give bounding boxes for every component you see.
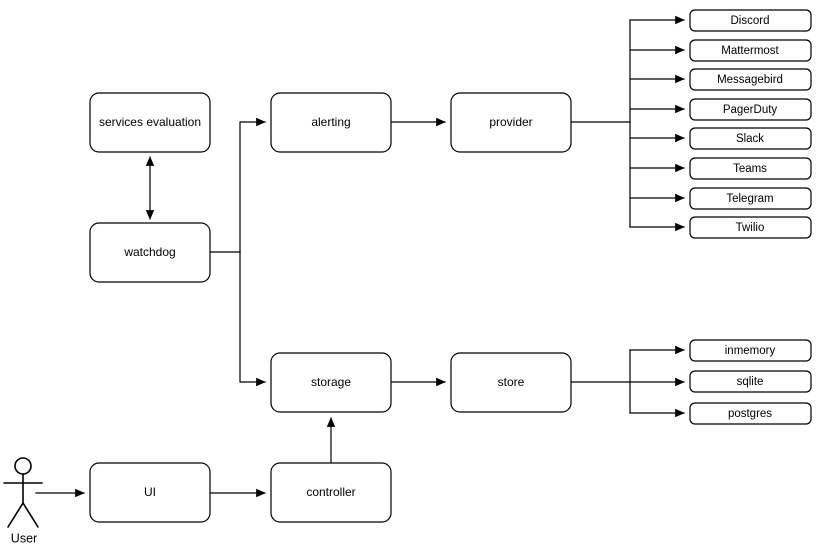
leaf-label: Teams	[733, 163, 767, 175]
node-label: services evaluation	[99, 115, 201, 129]
node-box[interactable]	[89, 92, 211, 153]
leaf-label: postgres	[728, 408, 772, 420]
leaf-label: Discord	[731, 15, 770, 27]
node-alerting[interactable]: alerting	[270, 92, 392, 153]
actor-head-icon	[14, 457, 32, 475]
provider-target-slack[interactable]: Slack	[689, 127, 812, 150]
node-label: controller	[306, 485, 355, 499]
leaf-label: Telegram	[726, 193, 773, 205]
leaf-box[interactable]	[689, 402, 812, 425]
node-box[interactable]	[450, 92, 572, 153]
edge-watchdog-to-alerting	[239, 117, 266, 253]
leaf-box[interactable]	[689, 339, 812, 362]
node-box[interactable]	[270, 462, 392, 523]
leaf-box[interactable]	[689, 127, 812, 150]
leaf-label: inmemory	[725, 345, 776, 357]
node-label: UI	[144, 485, 156, 499]
leaf-label: PagerDuty	[723, 104, 778, 116]
node-services-evaluation[interactable]: services evaluation	[89, 92, 211, 153]
actor-label: User	[11, 531, 37, 545]
node-controller[interactable]: controller	[270, 462, 392, 523]
store-target-inmemory[interactable]: inmemory	[689, 339, 812, 362]
leaf-label: sqlite	[737, 376, 764, 388]
actor-user[interactable]: User	[3, 457, 43, 545]
leaf-box[interactable]	[689, 68, 812, 91]
leaf-box[interactable]	[689, 157, 812, 180]
node-box[interactable]	[89, 222, 211, 283]
store-target-sqlite[interactable]: sqlite	[689, 370, 812, 393]
node-ui[interactable]: UI	[89, 462, 211, 523]
leaf-box[interactable]	[689, 370, 812, 393]
provider-target-twilio[interactable]: Twilio	[689, 216, 812, 239]
leaf-label: Slack	[736, 133, 764, 145]
node-box[interactable]	[270, 92, 392, 153]
edge-watchdog-to-storage	[239, 251, 266, 387]
actor-left-leg-icon	[7, 502, 24, 528]
node-store[interactable]: store	[450, 352, 572, 413]
actor-right-leg-icon	[22, 502, 39, 528]
node-storage[interactable]: storage	[270, 352, 392, 413]
node-label: provider	[489, 115, 532, 129]
leaf-box[interactable]	[689, 216, 812, 239]
provider-target-discord[interactable]: Discord	[689, 9, 812, 32]
leaf-box[interactable]	[689, 187, 812, 210]
provider-target-telegram[interactable]: Telegram	[689, 187, 812, 210]
edge-layer	[35, 15, 685, 498]
node-label: store	[498, 375, 525, 389]
provider-target-pagerduty[interactable]: PagerDuty	[689, 98, 812, 121]
leaf-box[interactable]	[689, 9, 812, 32]
node-watchdog[interactable]: watchdog	[89, 222, 211, 283]
provider-target-teams[interactable]: Teams	[689, 157, 812, 180]
node-label: storage	[311, 375, 351, 389]
node-provider[interactable]: provider	[450, 92, 572, 153]
node-label: alerting	[311, 115, 350, 129]
node-box[interactable]	[89, 462, 211, 523]
leaf-label: Mattermost	[721, 45, 779, 57]
leaf-label: Twilio	[736, 222, 765, 234]
node-box[interactable]	[270, 352, 392, 413]
node-box[interactable]	[450, 352, 572, 413]
leaf-box[interactable]	[689, 98, 812, 121]
provider-target-mattermost[interactable]: Mattermost	[689, 39, 812, 62]
store-target-postgres[interactable]: postgres	[689, 402, 812, 425]
leaf-box[interactable]	[689, 39, 812, 62]
leaf-label: Messagebird	[717, 74, 783, 86]
provider-target-messagebird[interactable]: Messagebird	[689, 68, 812, 91]
node-label: watchdog	[123, 245, 175, 259]
